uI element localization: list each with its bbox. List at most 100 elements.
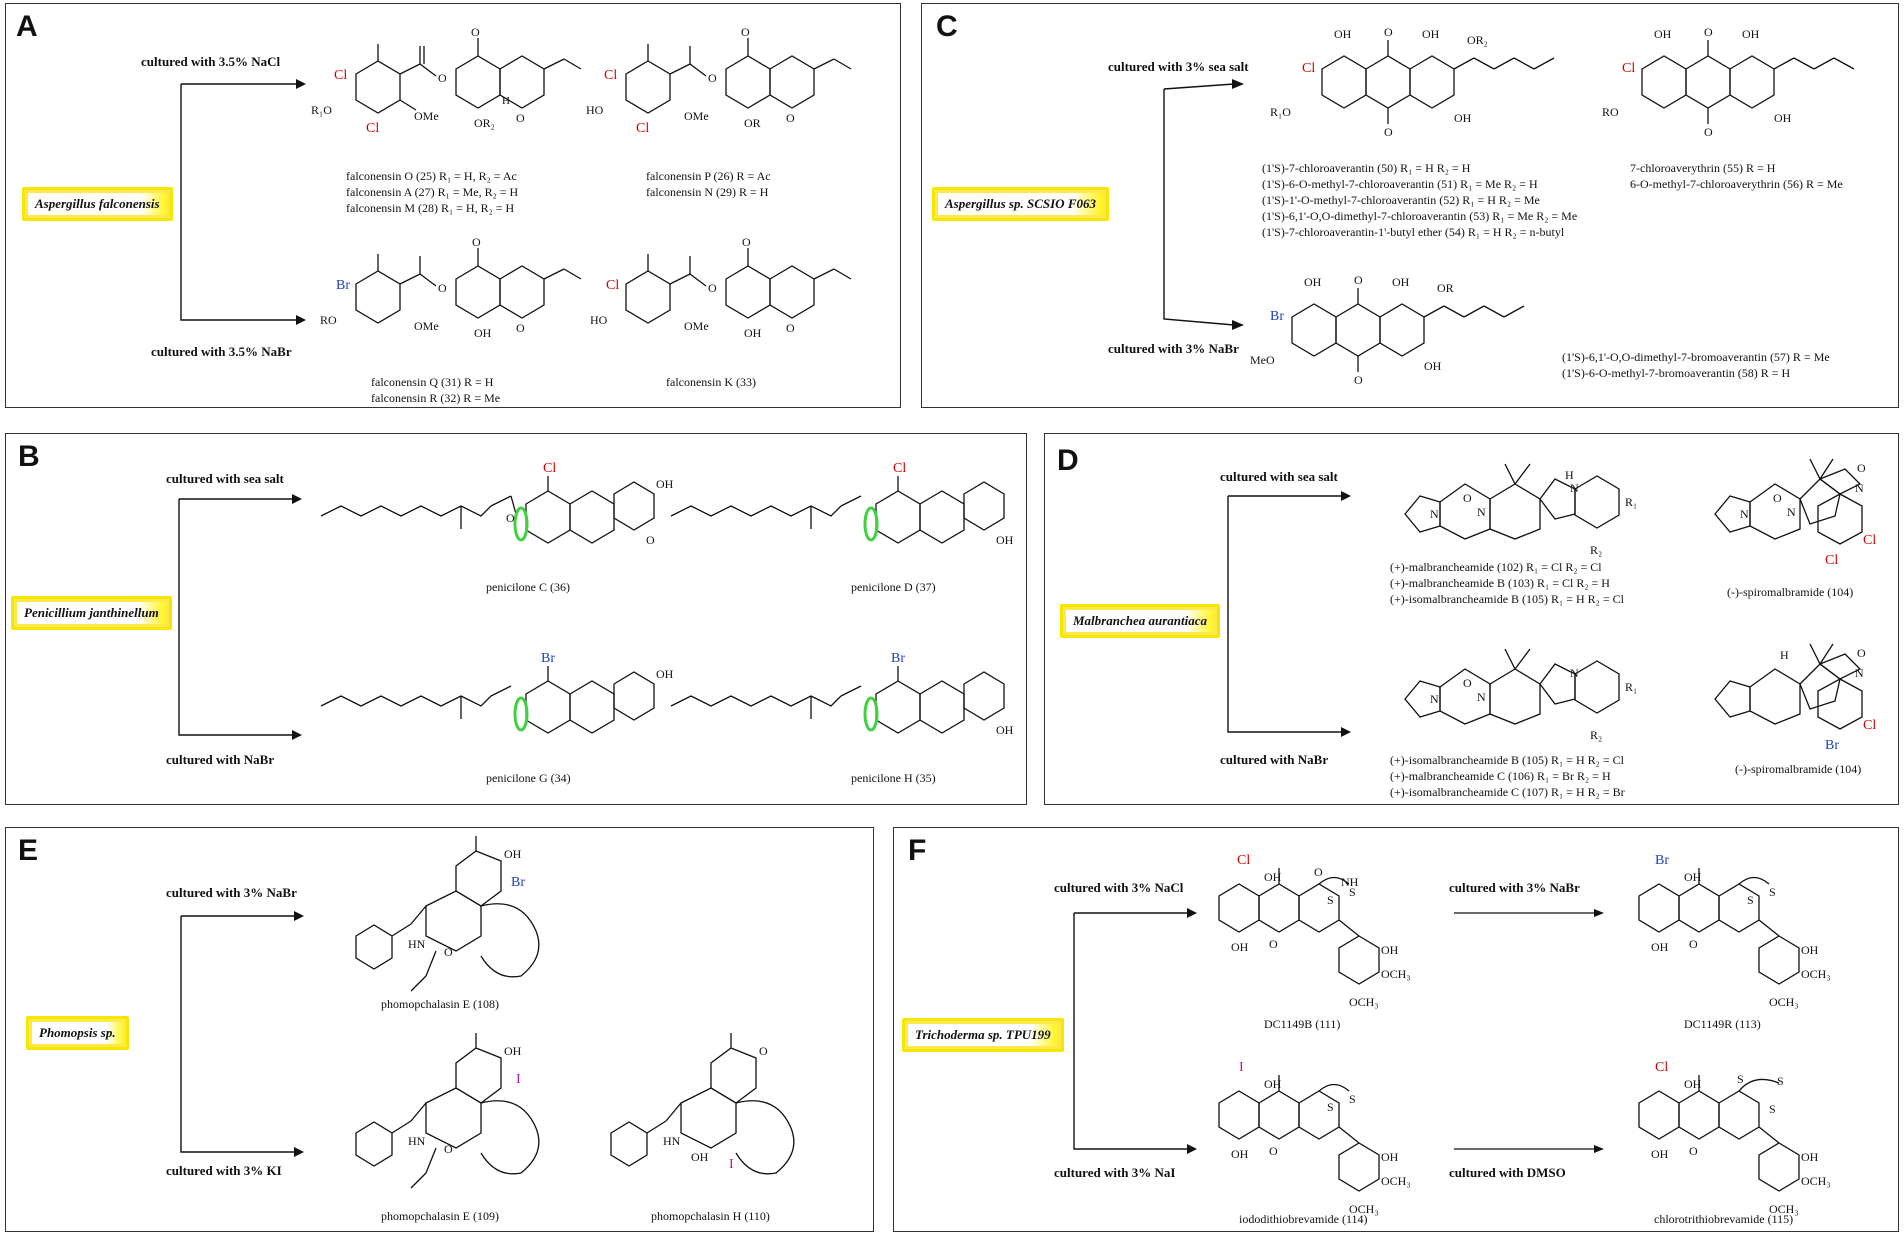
panel-e-organism: Phomopsis sp. (26, 1016, 129, 1050)
svg-text:OH: OH (1231, 1147, 1249, 1161)
falconensin-m-caption: falconensin M (28) R₁ = H, R₂ = H (346, 201, 515, 215)
svg-text:HO: HO (586, 103, 604, 117)
dc1149b-caption: DC1149B (111) (1264, 1017, 1341, 1031)
svg-text:OH: OH (1684, 870, 1702, 884)
svg-text:HN: HN (663, 1134, 681, 1148)
svg-text:OCH₃: OCH₃ (1801, 1174, 1831, 1188)
svg-text:O: O (1354, 273, 1363, 287)
svg-text:H: H (502, 95, 510, 107)
svg-text:R₁: R₁ (1625, 495, 1637, 509)
panel-f-bottom-condition: cultured with 3% NaI (1054, 1165, 1176, 1180)
isomalbrancheamide-structure: O N N N R₁ R₂ (1404, 648, 1637, 742)
svg-text:OH: OH (1424, 359, 1442, 373)
falconensin-k-caption: falconensin K (33) (666, 375, 756, 389)
svg-text:O: O (742, 235, 751, 249)
svg-text:OH: OH (1651, 940, 1669, 954)
svg-text:NH: NH (1341, 875, 1359, 889)
falconensin-p-caption: falconensin P (26) R = Ac (646, 169, 771, 183)
bromoaverantin-structure: Br MeO OH O OH O OH OR (1250, 273, 1525, 387)
svg-text:O: O (741, 25, 750, 39)
svg-text:O: O (786, 321, 795, 335)
svg-text:S: S (1737, 1072, 1744, 1086)
svg-text:O: O (759, 1044, 768, 1058)
chloroaverythrin-structure: Cl RO OH O OH O OH (1602, 25, 1855, 139)
panel-f-arrows (1073, 908, 1197, 1154)
r1o-label: R₁O (311, 103, 332, 117)
svg-text:O: O (1857, 461, 1866, 475)
falconensin-q-caption: falconensin Q (31) R = H (371, 375, 494, 389)
svg-text:Cl: Cl (636, 121, 649, 136)
falconensin-n-caption: falconensin N (29) R = H (646, 185, 769, 199)
svg-text:OCH₃: OCH₃ (1349, 995, 1379, 1009)
svg-text:OH: OH (1774, 111, 1792, 125)
falconensin-o-caption: falconensin O (25) R₁ = H, R₂ = Ac (346, 169, 517, 183)
svg-text:O: O (1384, 25, 1393, 39)
isomalbrancheamide-107-caption: (+)-isomalbrancheamide C (107) R₁ = H R₂… (1390, 785, 1625, 799)
panel-a-organism: Aspergillus falconensis (22, 187, 173, 221)
panel-c: C cultured with 3% sea salt cultured wit… (921, 3, 1899, 408)
phomopchalasin-e-108-caption: phomopchalasin E (108) (381, 997, 499, 1011)
svg-text:OH: OH (1454, 111, 1472, 125)
svg-text:RO: RO (320, 313, 337, 327)
svg-text:Cl: Cl (366, 121, 379, 136)
panel-b-label: B (18, 440, 40, 473)
panel-e-arrows (180, 911, 304, 1157)
svg-text:Br: Br (541, 651, 555, 666)
isomalbrancheamide-105-caption: (+)-isomalbrancheamide B (105) R₁ = H R₂… (1390, 592, 1624, 606)
svg-text:OMe: OMe (684, 109, 709, 123)
penicilone-c-caption: penicilone C (36) (486, 580, 570, 594)
svg-text:S: S (1769, 1102, 1776, 1116)
phomopchalasin-h-110-caption: phomopchalasin H (110) (651, 1209, 770, 1223)
svg-text:OH: OH (1742, 27, 1760, 41)
svg-text:Cl: Cl (1863, 718, 1876, 733)
svg-text:O: O (1384, 125, 1393, 139)
svg-text:O: O (1689, 1144, 1698, 1158)
svg-text:OH: OH (1264, 1077, 1282, 1091)
svg-text:O: O (786, 111, 795, 125)
penicilone-g-structure: Br OH (320, 651, 674, 734)
svg-text:O: O (472, 235, 481, 249)
panel-e: E cultured with 3% NaBr cultured with 3%… (5, 827, 874, 1232)
svg-text:O: O (1463, 491, 1472, 505)
svg-text:OH: OH (1304, 275, 1322, 289)
svg-text:OH: OH (1801, 1150, 1819, 1164)
malbrancheamide-103-caption: (+)-malbrancheamide B (103) R₁ = Cl R₂ =… (1390, 576, 1610, 590)
svg-text:S: S (1349, 885, 1356, 899)
svg-text:S: S (1349, 1092, 1356, 1106)
panel-a-label: A (16, 10, 38, 43)
svg-text:O: O (1689, 937, 1698, 951)
panel-f-top-condition: cultured with 3% NaCl (1054, 880, 1184, 895)
penicilone-h-structure: Br OH (670, 651, 1014, 737)
svg-text:Br: Br (336, 278, 350, 293)
penicilone-g-caption: penicilone G (34) (486, 771, 571, 785)
dc1149r-caption: DC1149R (113) (1684, 1017, 1761, 1031)
svg-text:OCH₃: OCH₃ (1801, 967, 1831, 981)
svg-text:I: I (729, 1157, 734, 1172)
svg-text:N: N (1570, 666, 1579, 680)
c-caption-51: (1'S)-6-O-methyl-7-chloroaverantin (51) … (1262, 177, 1538, 191)
svg-text:O: O (1269, 937, 1278, 951)
svg-text:OH: OH (1654, 27, 1672, 41)
c-caption-57: (1'S)-6,1'-O,O-dimethyl-7-bromoaverantin… (1562, 350, 1830, 364)
penicilone-d-caption: penicilone D (37) (851, 580, 936, 594)
svg-text:O: O (1704, 125, 1713, 139)
panel-d-label: D (1057, 444, 1079, 477)
svg-text:OH: OH (1334, 27, 1352, 41)
panel-f-mid-arrows (1454, 909, 1604, 1153)
svg-text:O: O (1269, 1144, 1278, 1158)
spiromalbramide-structure: O N N O N Cl Cl (1714, 458, 1876, 568)
panel-c-arrows (1163, 79, 1244, 330)
panel-c-bottom-condition: cultured with 3% NaBr (1108, 341, 1239, 356)
panel-e-label: E (18, 834, 39, 867)
c-caption-54: (1'S)-7-chloroaverantin-1'-butyl ether (… (1262, 225, 1565, 239)
svg-text:Cl: Cl (604, 68, 617, 83)
falconensin-p-structure: Cl HO Cl OMe O O OR O (586, 25, 852, 136)
svg-text:OH: OH (1422, 27, 1440, 41)
panel-b-top-condition: cultured with sea salt (166, 471, 284, 486)
phomopchalasin-e-108-structure: OH Br HN O (355, 836, 540, 992)
svg-text:Cl: Cl (1302, 61, 1315, 76)
svg-text:N: N (1855, 481, 1864, 495)
svg-text:N: N (1430, 507, 1439, 521)
c-caption-58: (1'S)-6-O-methyl-7-bromoaverantin (58) R… (1562, 366, 1791, 380)
svg-text:OCH₃: OCH₃ (1381, 1174, 1411, 1188)
